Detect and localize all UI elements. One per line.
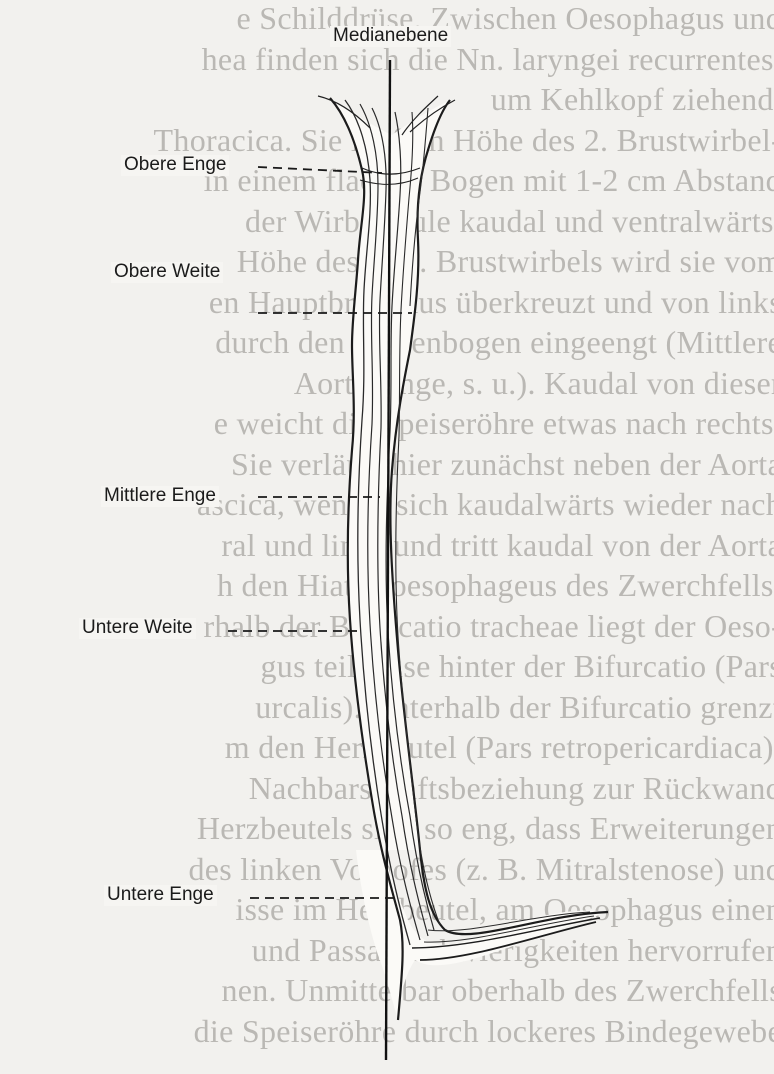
esophagus-outline — [318, 96, 608, 1020]
label-mittlere-enge: Mittlere Enge — [101, 486, 219, 507]
label-untere-enge: Untere Enge — [104, 885, 217, 906]
label-obere-weite: Obere Weite — [111, 262, 223, 283]
label-untere-weite: Untere Weite — [79, 618, 196, 639]
esophagus-body — [330, 98, 608, 1020]
label-obere-enge: Obere Enge — [121, 155, 229, 176]
title-medianebene: Medianebene — [330, 26, 451, 47]
